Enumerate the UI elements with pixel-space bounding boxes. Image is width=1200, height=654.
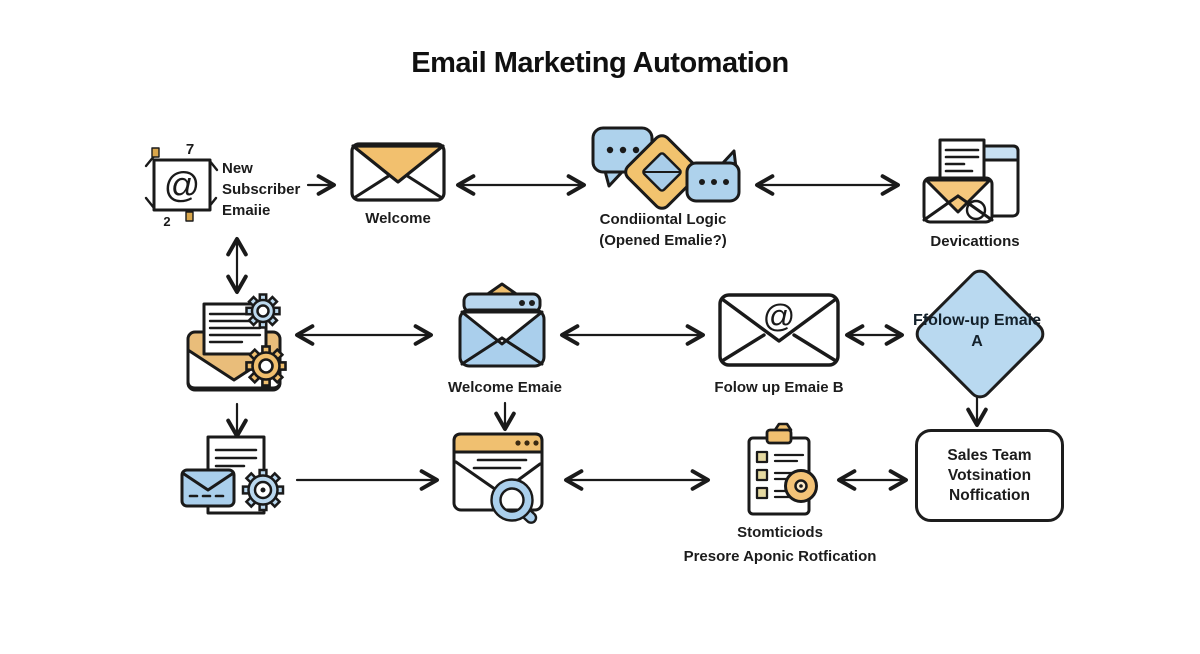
sales-team-box: Sales Team Votsination Noffication <box>915 429 1064 522</box>
blue-envelope-browser-bar-icon <box>458 282 546 368</box>
decorative-two-mark: 2 <box>163 214 170 229</box>
at-glyph: @ <box>164 164 201 205</box>
browser-magnifier-icon <box>452 432 544 524</box>
document-envelope-gear-icon <box>180 435 285 515</box>
at-symbol-card-icon: 7 2 @ <box>144 141 219 229</box>
label-ffolow-up-emaie-a: Ffolow-up Emaie A <box>912 312 1041 350</box>
chat-bubbles-decision-diamond-icon <box>591 126 741 210</box>
open-envelope-letter-browser-icon <box>922 138 1020 224</box>
diagram-title: Email Marketing Automation <box>411 47 789 80</box>
decorative-seven-mark: 7 <box>186 141 194 158</box>
orange-flap-envelope-icon <box>350 142 446 202</box>
clipboard-checklist-icon <box>747 422 818 516</box>
label-conditional-logic: Condiiontal Logic (Opened Emalie?) <box>599 211 727 249</box>
label-stomticiods: Stomticiods Presore Aponic Rotfication <box>683 524 877 565</box>
label-new-subscriber: New Subscriber Emaiie <box>222 160 301 219</box>
label-welcome: Welcome <box>365 210 431 227</box>
label-folow-up-emaie-b: Folow up Emaie B <box>714 379 844 396</box>
open-envelope-gears-icon <box>186 293 287 392</box>
label-welcome-emaie: Welcome Emaie <box>448 379 562 396</box>
label-devicattions: Devicattions <box>930 233 1020 250</box>
at-glyph: @ <box>763 298 795 334</box>
envelope-at-symbol-icon: @ <box>718 293 840 367</box>
